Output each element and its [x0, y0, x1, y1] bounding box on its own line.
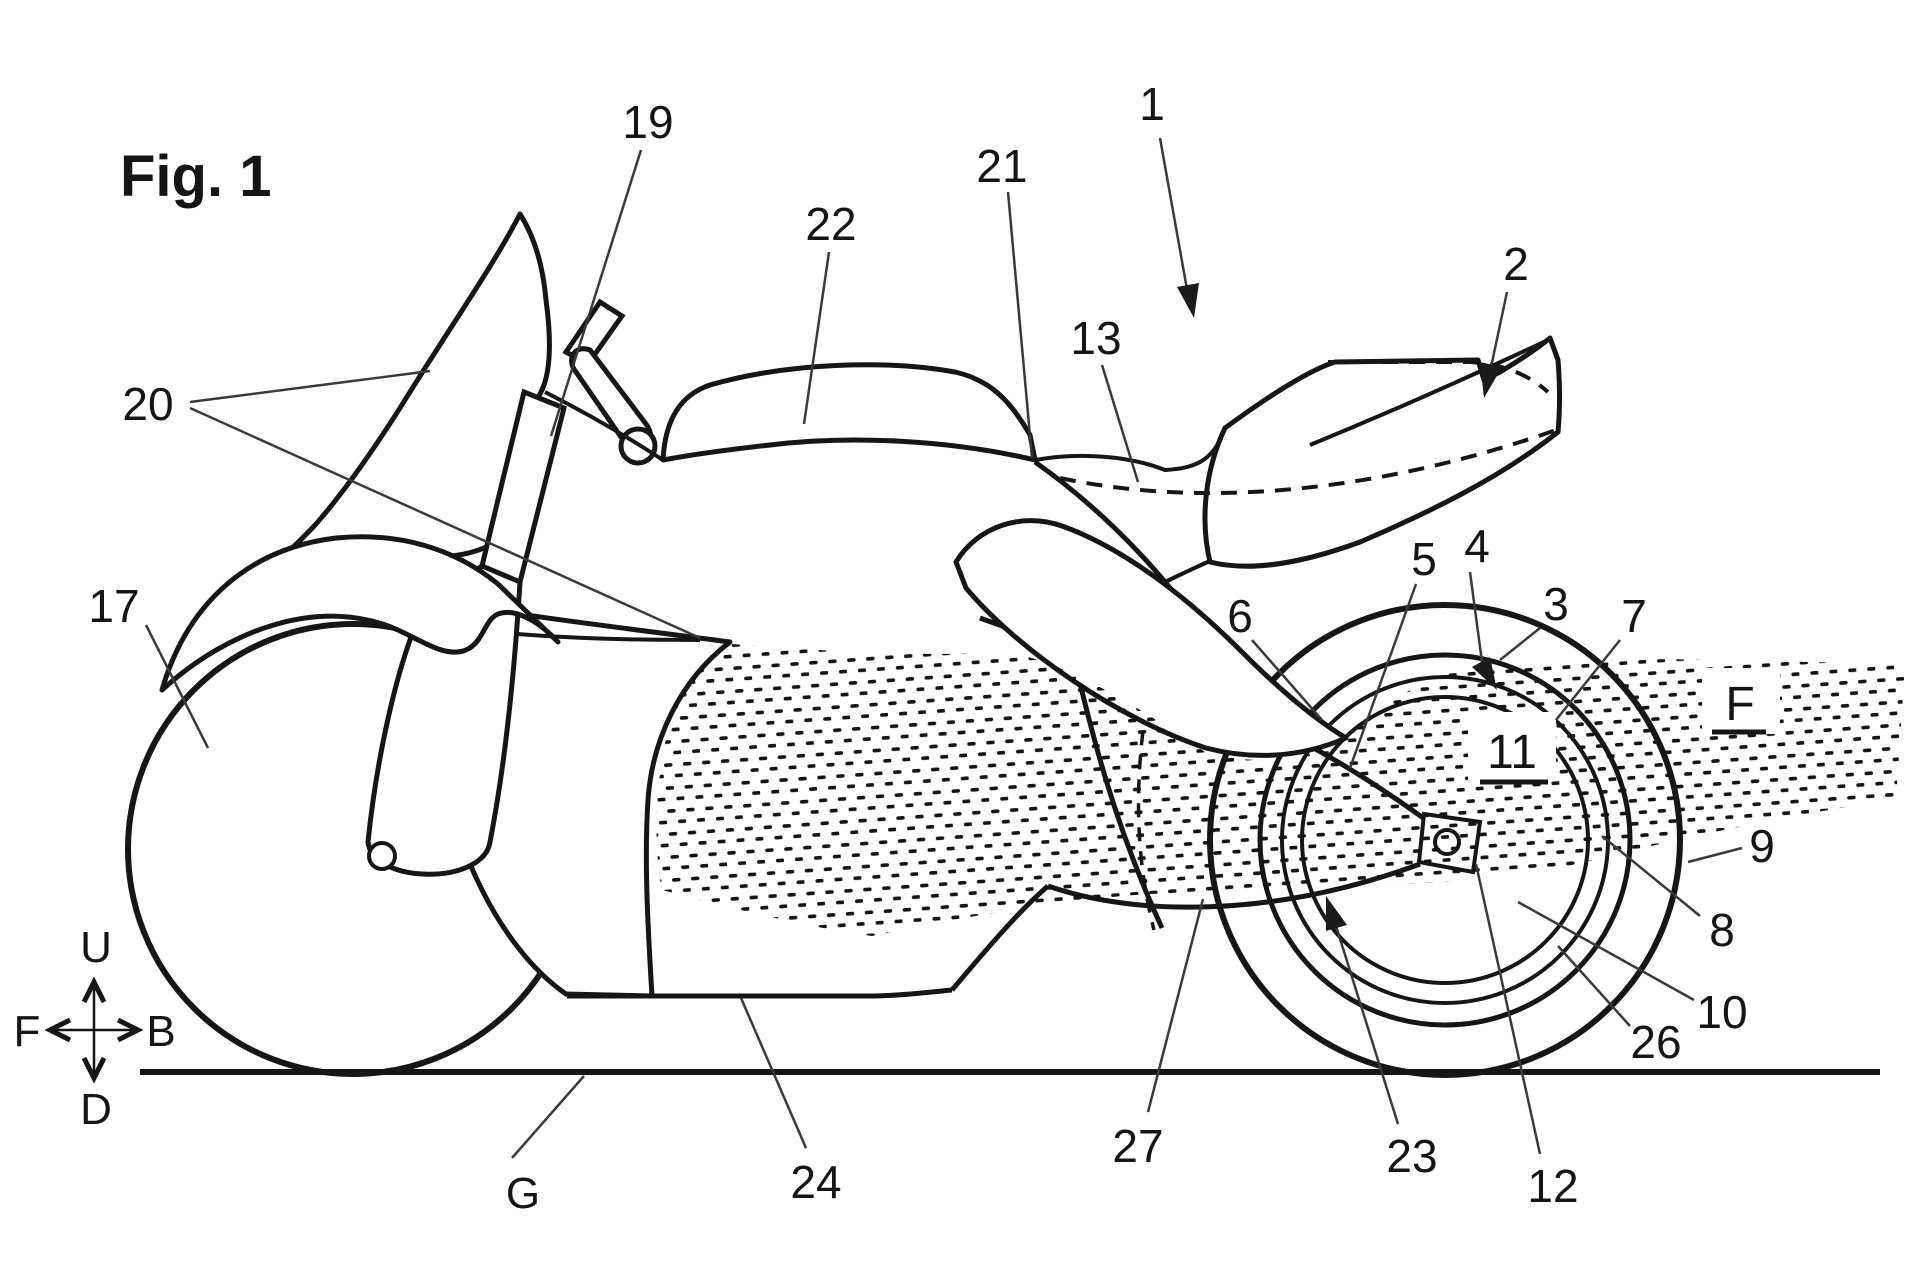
ref-label-13: 13: [1070, 312, 1121, 364]
leader-13: [1100, 364, 1140, 483]
leader-4: [1468, 571, 1484, 663]
compass-up-label: U: [80, 923, 112, 972]
leader-23: [1334, 925, 1400, 1125]
ref-label-22: 22: [805, 198, 856, 250]
leader-1: [1158, 137, 1190, 296]
seat-line: [1034, 429, 1227, 473]
ref-label-12: 12: [1527, 1160, 1578, 1212]
ref-label-17: 17: [88, 580, 139, 632]
arrowhead-2: [1480, 362, 1502, 398]
ref-label-7: 7: [1621, 590, 1647, 642]
orientation-compass: [44, 976, 144, 1084]
compass-front-arrow-icon: [44, 1017, 72, 1043]
leader-6: [1251, 639, 1323, 721]
leader-lines: [144, 137, 1743, 1159]
leader-12: [1474, 863, 1542, 1155]
airflow-band: [656, 644, 1905, 936]
leader-17: [144, 624, 210, 749]
compass-front-label: F: [14, 1007, 41, 1056]
front-fender: [159, 534, 561, 693]
ref-label-26: 26: [1630, 1016, 1681, 1068]
arrowhead-1: [1177, 283, 1199, 318]
leader-10: [1517, 900, 1695, 1002]
fuel-tank: [660, 362, 1038, 463]
compass-back-label: B: [146, 1007, 175, 1056]
leader-19: [549, 149, 643, 437]
ref-label-4: 4: [1464, 520, 1490, 572]
leader-20b: [189, 406, 701, 640]
ref-label-10: 10: [1696, 986, 1747, 1038]
ref-label-20: 20: [122, 378, 173, 430]
ref-label-24: 24: [790, 1156, 841, 1208]
leader-9: [1687, 846, 1743, 864]
leader-arrowheads: [1177, 283, 1502, 931]
leader-22: [802, 251, 831, 425]
ref-label-6: 6: [1227, 590, 1253, 642]
leader-27: [1146, 898, 1205, 1113]
compass-back-arrow-icon: [116, 1017, 144, 1043]
ref-label-1: 1: [1139, 78, 1165, 130]
tail-hidden-line-lower: [1059, 428, 1557, 496]
ref-label-11-duct: 11: [1487, 726, 1537, 779]
ref-label-2: 2: [1503, 238, 1529, 290]
compass-down-label: D: [80, 1085, 112, 1134]
ground-label: G: [506, 1169, 540, 1218]
tail-hidden-line-upper: [1328, 360, 1550, 394]
leader-24: [739, 997, 808, 1149]
ref-label-23: 23: [1386, 1130, 1437, 1182]
leader-3: [1499, 627, 1541, 661]
leader-7: [1555, 639, 1621, 721]
leader-2: [1488, 291, 1509, 373]
ref-label-9: 9: [1749, 820, 1775, 872]
tail-cowl: [1202, 335, 1562, 569]
leader-8: [1601, 835, 1701, 917]
leader-5: [1348, 583, 1418, 769]
flow-label-f: F: [1725, 678, 1754, 731]
leader-26: [1557, 945, 1631, 1027]
ref-label-21: 21: [976, 140, 1027, 192]
ref-label-5: 5: [1411, 533, 1437, 585]
fork-lower-leg: [365, 563, 523, 877]
front-axle: [367, 841, 397, 871]
leader-ground: [511, 1075, 585, 1159]
ref-label-27: 27: [1112, 1120, 1163, 1172]
arrowhead-23: [1326, 896, 1347, 931]
leader-20a: [189, 369, 431, 404]
flow-label-halo: [1702, 668, 1780, 734]
arrowhead-4: [1472, 657, 1497, 690]
ref-label-3: 3: [1543, 578, 1569, 630]
leader-21: [1006, 191, 1034, 459]
compass-up-arrow-icon: [81, 976, 107, 1004]
ref-label-8: 8: [1709, 904, 1735, 956]
figure-title: Fig. 1: [120, 144, 271, 209]
ref-label-19: 19: [622, 96, 673, 148]
compass-down-arrow-icon: [81, 1056, 107, 1084]
duct-label-halo: [1468, 712, 1556, 780]
seat-back-line: [1309, 338, 1549, 447]
